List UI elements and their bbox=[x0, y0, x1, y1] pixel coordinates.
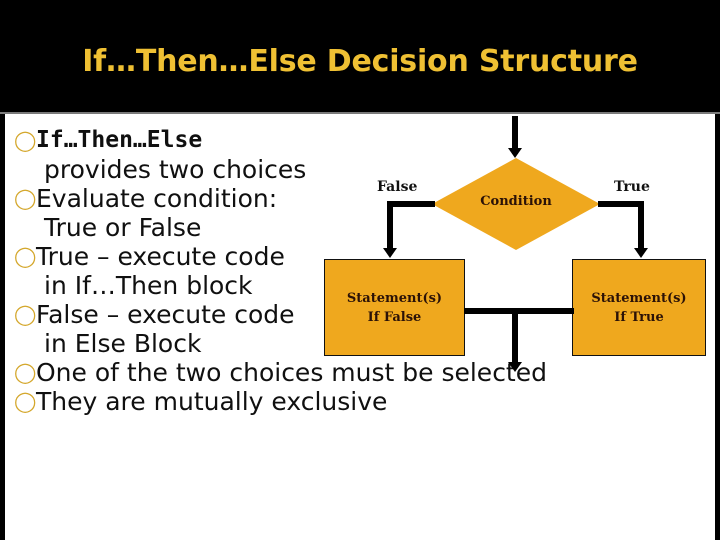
bullet-ring-icon: ◯ bbox=[14, 389, 37, 413]
connector-true-arrowhead bbox=[634, 248, 648, 258]
process-box-if-false-line1: Statement(s) bbox=[346, 290, 443, 306]
page-title: If…Then…Else Decision Structure bbox=[82, 44, 638, 79]
decision-label: Condition bbox=[480, 194, 552, 209]
bullet-continuation-text: True or False bbox=[44, 213, 202, 242]
list-item: ◯ If…Then…Else bbox=[14, 126, 624, 155]
bullet-ring-icon: ◯ bbox=[14, 302, 37, 326]
left-edge-strip bbox=[0, 114, 5, 540]
bullet-continuation-text: in If…Then block bbox=[44, 271, 253, 300]
connector-merge-horizontal bbox=[464, 308, 574, 314]
connector-exit-vertical bbox=[512, 308, 518, 366]
process-box-if-false[interactable]: Statement(s) If False bbox=[324, 259, 465, 356]
connector-false-arrowhead bbox=[383, 248, 397, 258]
connector-true-horizontal bbox=[598, 201, 644, 207]
edge-label-true: True bbox=[614, 179, 650, 195]
bullet-ring-icon: ◯ bbox=[14, 244, 37, 268]
list-item: ◯ One of the two choices must be selecte… bbox=[14, 358, 624, 387]
process-box-if-true[interactable]: Statement(s) If True bbox=[572, 259, 706, 356]
connector-entry-arrowhead bbox=[508, 148, 522, 158]
connector-true-vertical bbox=[638, 201, 644, 253]
bullet-text: If…Then…Else bbox=[36, 127, 203, 153]
bullet-ring-icon: ◯ bbox=[14, 360, 37, 384]
connector-false-vertical bbox=[387, 201, 393, 253]
bullet-text: One of the two choices must be selected bbox=[36, 358, 547, 387]
connector-false-horizontal bbox=[387, 201, 435, 207]
bullet-ring-icon: ◯ bbox=[14, 186, 37, 210]
right-edge-strip bbox=[715, 114, 720, 540]
list-item: ◯ They are mutually exclusive bbox=[14, 387, 624, 416]
list-item-continuation: in Else Block bbox=[14, 329, 624, 358]
list-item: ◯ True – execute code bbox=[14, 242, 624, 271]
connector-exit-arrowhead bbox=[508, 362, 522, 372]
list-item: ◯ False – execute code bbox=[14, 300, 624, 329]
list-item: ◯ Evaluate condition: bbox=[14, 184, 624, 213]
bullet-continuation-text: in Else Block bbox=[44, 329, 202, 358]
decision-diamond[interactable]: Condition bbox=[432, 158, 600, 250]
process-box-if-true-line2: If True bbox=[614, 309, 664, 325]
process-box-if-false-line2: If False bbox=[367, 309, 422, 325]
bullet-text: False – execute code bbox=[36, 300, 295, 329]
bullet-text: They are mutually exclusive bbox=[36, 387, 388, 416]
title-underline-rule bbox=[0, 112, 720, 114]
process-box-if-true-line1: Statement(s) bbox=[591, 290, 687, 306]
bullet-continuation-text: provides two choices bbox=[44, 155, 307, 184]
bullet-text: Evaluate condition: bbox=[36, 184, 278, 213]
bullet-text: True – execute code bbox=[36, 242, 285, 271]
bullet-list: ◯ If…Then…Else provides two choices ◯ Ev… bbox=[14, 126, 624, 416]
bullet-ring-icon: ◯ bbox=[14, 128, 37, 152]
list-item-continuation: True or False bbox=[14, 213, 624, 242]
list-item-continuation: provides two choices bbox=[14, 155, 624, 184]
edge-label-false: False bbox=[377, 179, 418, 195]
title-band bbox=[0, 0, 720, 112]
connector-entry-line bbox=[512, 116, 518, 154]
list-item-continuation: in If…Then block bbox=[14, 271, 624, 300]
